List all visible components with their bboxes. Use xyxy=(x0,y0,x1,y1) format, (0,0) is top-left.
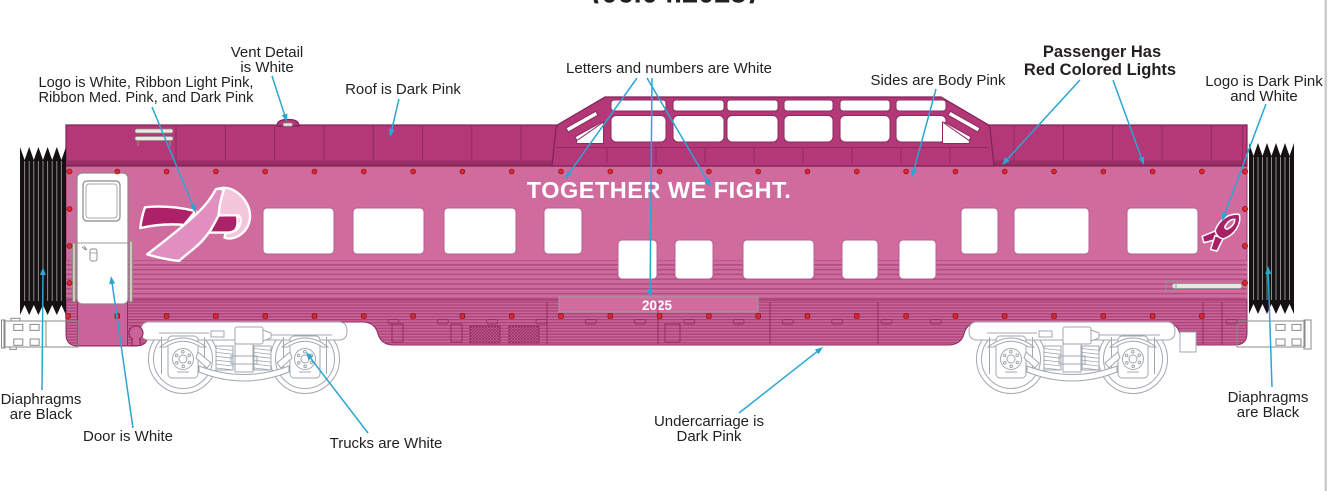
svg-text:TOGETHER WE FIGHT.: TOGETHER WE FIGHT. xyxy=(527,177,791,203)
svg-text:Undercarriage is: Undercarriage is xyxy=(654,413,764,430)
svg-text:Vent Detail: Vent Detail xyxy=(231,44,304,61)
svg-text:Logo is Dark Pink: Logo is Dark Pink xyxy=(1205,73,1323,90)
svg-text:Dark Pink: Dark Pink xyxy=(676,428,742,445)
svg-text:are Black: are Black xyxy=(10,406,73,423)
svg-text:Roof is Dark Pink: Roof is Dark Pink xyxy=(345,81,461,98)
svg-text:Ribbon Med. Pink, and Dark Pin: Ribbon Med. Pink, and Dark Pink xyxy=(39,90,255,106)
svg-text:and White: and White xyxy=(1230,88,1298,105)
svg-text:Door is White: Door is White xyxy=(83,428,173,445)
svg-text:Trucks are White: Trucks are White xyxy=(330,435,443,452)
svg-text:Sides are Body Pink: Sides are Body Pink xyxy=(870,72,1006,89)
svg-text:Passenger Has: Passenger Has xyxy=(1043,43,1161,61)
svg-text:Logo is White, Ribbon Light Pi: Logo is White, Ribbon Light Pink, xyxy=(39,75,254,91)
svg-text:2025: 2025 xyxy=(642,298,673,313)
svg-text:Red Colored Lights: Red Colored Lights xyxy=(1024,61,1176,79)
svg-text:Letters and numbers are White: Letters and numbers are White xyxy=(566,60,772,77)
svg-text:are Black: are Black xyxy=(1237,404,1300,421)
svg-text:Diaphragms: Diaphragms xyxy=(1,391,82,408)
svg-text:(06.04.2025): (06.04.2025) xyxy=(592,0,756,10)
svg-text:is White: is White xyxy=(240,59,293,76)
svg-text:Diaphragms: Diaphragms xyxy=(1228,389,1309,406)
